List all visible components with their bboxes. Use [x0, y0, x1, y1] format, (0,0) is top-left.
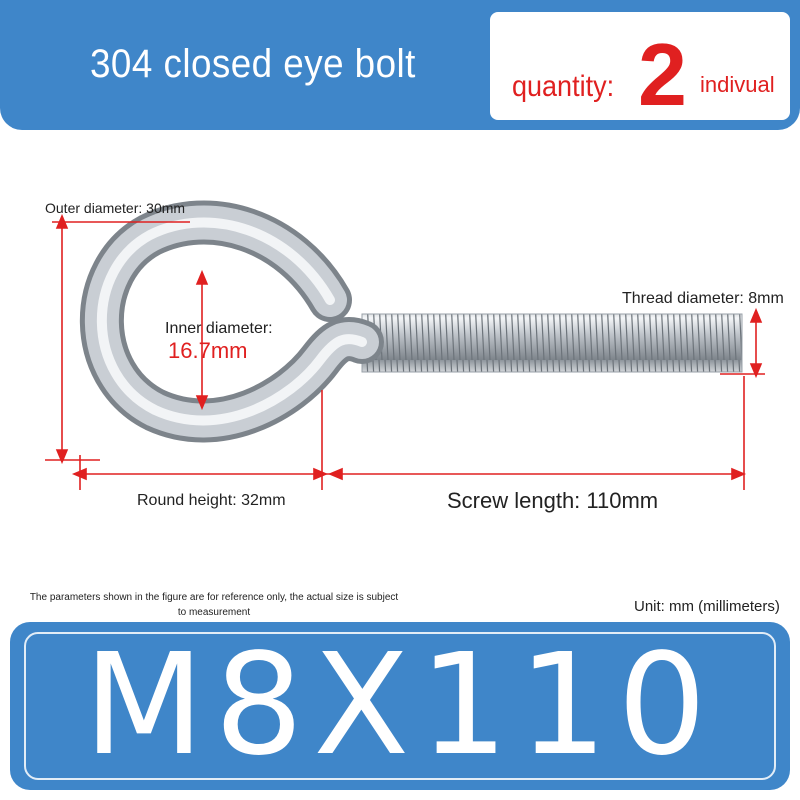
reference-footnote: The parameters shown in the figure are f… — [29, 592, 399, 618]
model-number: M8X110 — [83, 624, 717, 787]
unit-note: Unit: mm (millimeters) — [634, 598, 780, 615]
inner-diameter-label: Inner diameter: — [165, 320, 273, 337]
product-title: 304 closed eye bolt — [90, 42, 416, 86]
threaded-shank — [361, 313, 743, 373]
eye-bolt-drawing — [45, 200, 765, 490]
outer-diameter-label: Outer diameter: 30mm — [45, 200, 186, 216]
quantity-label: quantity: — [512, 70, 615, 103]
quantity-box: quantity: 2 indivual — [490, 12, 790, 124]
screw-length-label: Screw length: 110mm — [447, 488, 659, 513]
quantity-unit: indivual — [700, 72, 775, 97]
eye-loop — [79, 200, 384, 443]
round-height-label: Round height: 32mm — [137, 492, 286, 509]
model-banner: M8X110 — [10, 622, 790, 790]
quantity-value: 2 — [638, 25, 687, 124]
header-banner: 304 closed eye bolt quantity: 2 indivual — [0, 0, 800, 130]
inner-diameter-value: 16.7mm — [168, 338, 248, 363]
dimension-lines — [45, 213, 765, 490]
model-banner-frame — [24, 632, 776, 780]
thread-diameter-label: Thread diameter: 8mm — [622, 290, 784, 307]
